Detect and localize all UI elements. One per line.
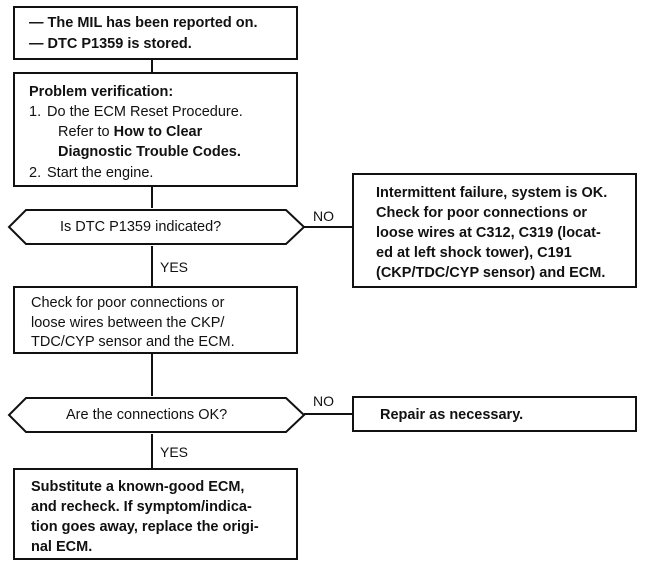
decision-1-question: Is DTC P1359 indicated?	[60, 219, 222, 235]
check-line-3: TDC/CYP sensor and the ECM.	[31, 334, 235, 350]
intermittent-line-1: Intermittent failure, system is OK.	[376, 185, 608, 201]
connector-start-verify	[151, 60, 153, 72]
start-line-2: — DTC P1359 is stored.	[29, 36, 192, 52]
intermittent-line-5: (CKP/TDC/CYP sensor) and ECM.	[376, 265, 606, 281]
decision-2-yes-label: YES	[160, 444, 189, 460]
connector-decision2-no	[304, 413, 352, 415]
intermittent-line-4: ed at left shock tower), C191	[376, 245, 572, 261]
final-line-2: and recheck. If symptom/indica-	[31, 499, 252, 515]
step-2-number: 2.	[29, 165, 42, 181]
intermittent-line-2: Check for poor connections or	[376, 205, 588, 221]
intermittent-line-3: loose wires at C312, C319 (locat-	[376, 225, 601, 241]
step-1-link-part-2: Diagnostic Trouble Codes.	[58, 144, 241, 160]
problem-verification-box: Problem verification: 1. Do the ECM Rese…	[13, 72, 298, 187]
connector-check-decision2	[151, 354, 153, 396]
connector-decision2-yes	[151, 434, 153, 468]
step-2-text: Start the engine.	[47, 165, 154, 181]
verification-heading: Problem verification:	[29, 84, 174, 100]
connector-verify-decision1	[151, 187, 153, 208]
intermittent-failure-box: Intermittent failure, system is OK. Chec…	[352, 173, 637, 288]
final-line-1: Substitute a known-good ECM,	[31, 479, 245, 495]
decision-1-shape	[7, 209, 306, 245]
start-box: — The MIL has been reported on. — DTC P1…	[13, 6, 298, 60]
decision-2-shape	[7, 397, 306, 433]
connector-decision1-no	[304, 226, 352, 228]
step-1-refer-prefix: Refer to	[58, 124, 114, 140]
step-1-text: Do the ECM Reset Procedure.	[47, 104, 243, 120]
decision-2-question: Are the connections OK?	[66, 407, 228, 423]
final-line-4: nal ECM.	[31, 539, 93, 555]
repair-box: Repair as necessary.	[352, 396, 637, 432]
step-1-refer: Refer to How to Clear	[58, 122, 202, 142]
decision-1-yes-label: YES	[160, 259, 189, 275]
check-line-2: loose wires between the CKP/	[31, 315, 225, 331]
step-1-number: 1.	[29, 104, 42, 120]
check-line-1: Check for poor connections or	[31, 295, 225, 311]
connector-decision1-yes	[151, 246, 153, 286]
decision-1-no-label: NO	[313, 208, 334, 224]
start-line-1: — The MIL has been reported on.	[29, 15, 258, 31]
step-1-link-part-1: How to Clear	[113, 124, 203, 140]
substitute-ecm-box: Substitute a known-good ECM, and recheck…	[13, 468, 298, 560]
decision-2-no-label: NO	[313, 393, 334, 409]
final-line-3: tion goes away, replace the origi-	[31, 519, 259, 535]
repair-text: Repair as necessary.	[380, 407, 524, 423]
check-connections-box: Check for poor connections or loose wire…	[13, 286, 298, 354]
